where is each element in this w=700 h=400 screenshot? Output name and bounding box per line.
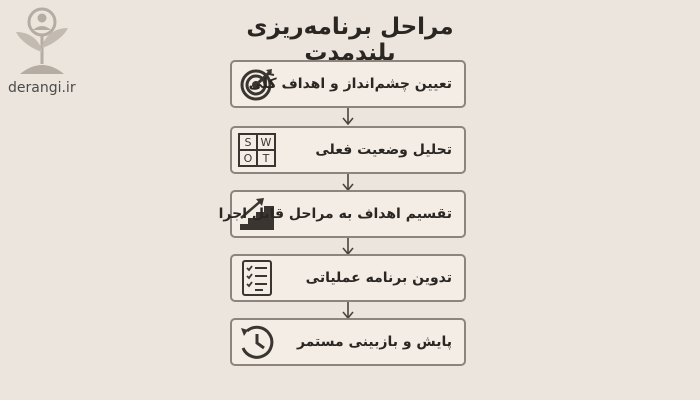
step-label-2: تحلیل وضعیت فعلی xyxy=(315,142,452,158)
swot-s: S xyxy=(245,136,252,149)
step-box-4: تدوین برنامه عملیاتی xyxy=(230,254,466,302)
checklist-icon xyxy=(238,260,276,296)
brand-name: derangi.ir xyxy=(8,80,76,96)
clock-icon xyxy=(238,324,276,360)
swot-t: T xyxy=(262,152,270,165)
step-box-3: تقسیم اهداف به مراحل قابل اجرا xyxy=(219,190,466,238)
step-box-5: پایش و بازبینی مستمر xyxy=(230,318,466,366)
step-label-1: تعیین چشم‌انداز و اهداف کلی xyxy=(248,76,452,92)
target-icon xyxy=(238,66,276,102)
brand-logo: derangi.ir xyxy=(8,6,76,100)
step-box-1: تعیین چشم‌انداز و اهداف کلی xyxy=(230,60,466,108)
arrow-down-icon xyxy=(342,108,354,126)
swot-w: W xyxy=(261,136,272,149)
stairs-growth-icon xyxy=(238,196,276,232)
swot-icon: S W O T xyxy=(238,132,276,168)
step-label-5: پایش و بازبینی مستمر xyxy=(296,334,452,350)
page-title: مراحل برنامه‌ریزی بلندمدت xyxy=(246,14,454,66)
swot-o: O xyxy=(244,152,253,165)
step-label-4: تدوین برنامه عملیاتی xyxy=(305,270,452,286)
step-label-3: تقسیم اهداف به مراحل قابل اجرا xyxy=(218,206,452,222)
plant-person-icon xyxy=(16,7,68,74)
step-box-2: S W O T تحلیل وضعیت فعلی xyxy=(230,126,466,174)
